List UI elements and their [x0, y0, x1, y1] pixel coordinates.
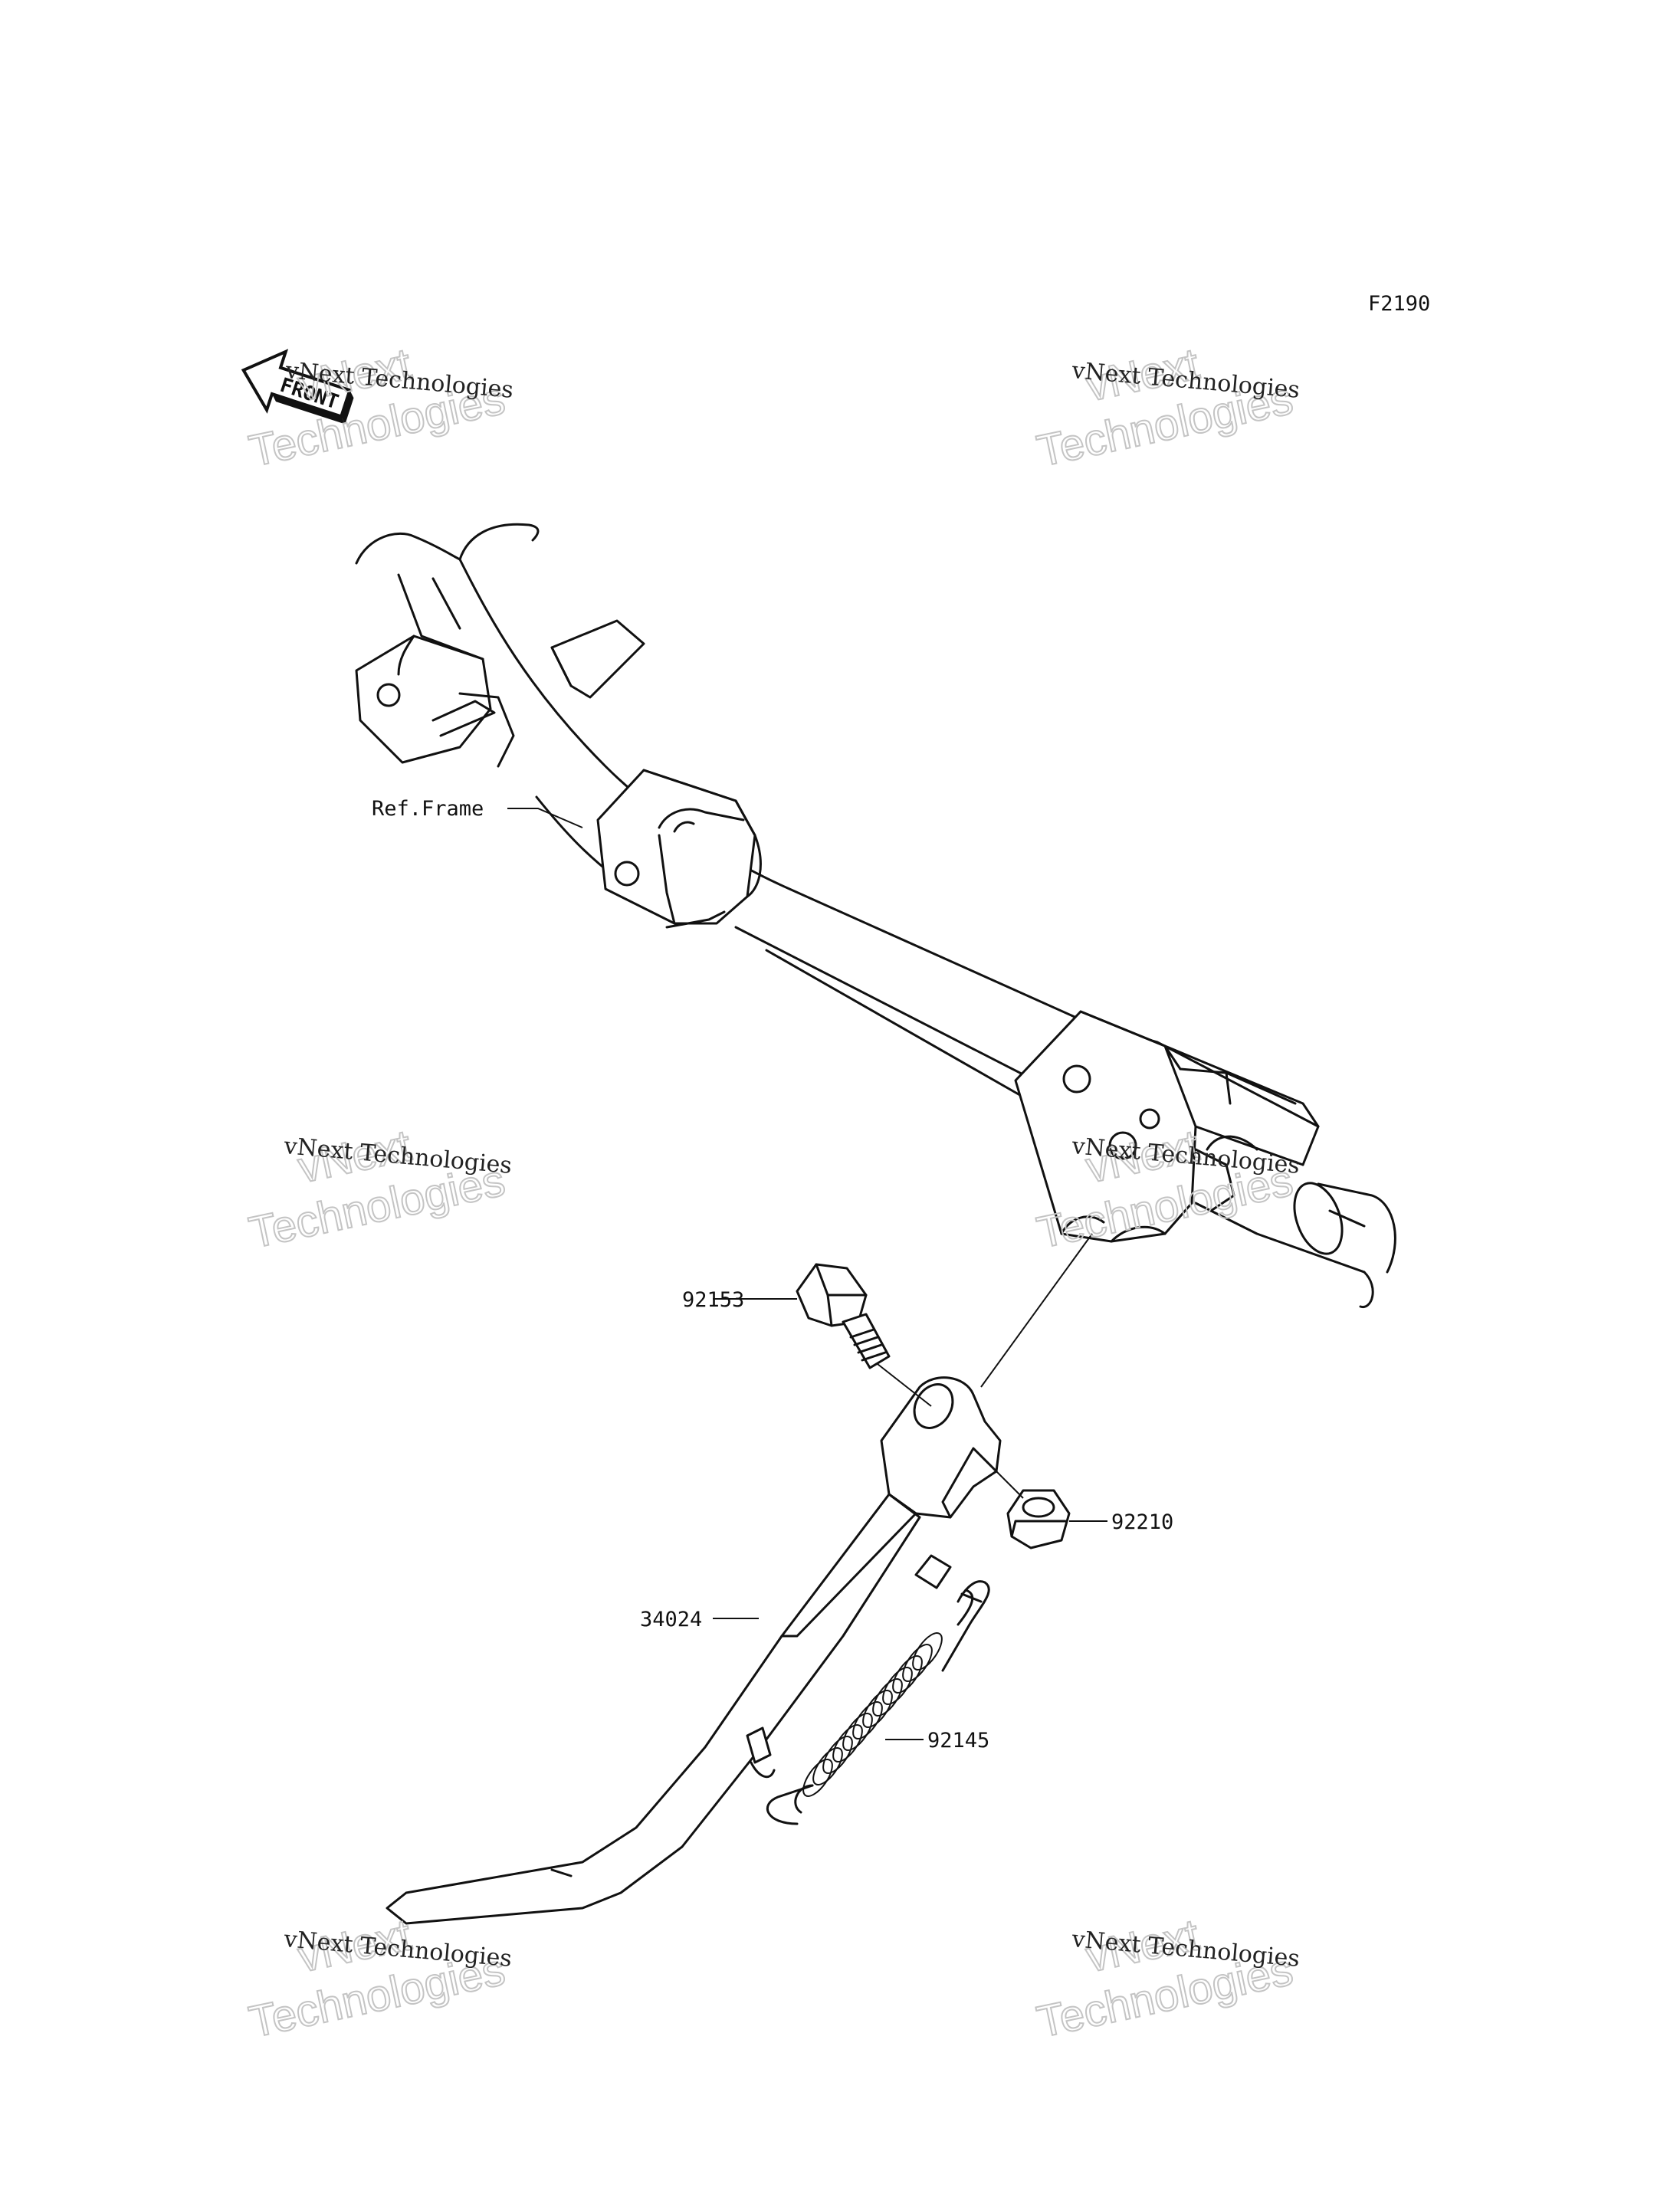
- watermark-bottom-right: vNext Technologies vNext Technologies: [1032, 1909, 1301, 2048]
- frame-drawing: Ref.Frame: [355, 523, 1396, 1308]
- spring-92145-drawing: 92145: [766, 1580, 990, 1825]
- nut-92210-drawing: 92210: [984, 1459, 1173, 1549]
- watermark-middle-left: vNext Technologies vNext Technologies: [244, 1120, 514, 1259]
- side-stand-drawing: 34024: [386, 1376, 1002, 1925]
- figure-code: F2190: [1368, 292, 1430, 316]
- label-34024: 34024: [640, 1608, 702, 1631]
- bolt-92153-drawing: 92153: [682, 1263, 932, 1407]
- watermark-top-right: vNext Technologies vNext Technologies: [1032, 338, 1301, 477]
- label-92153: 92153: [682, 1288, 744, 1312]
- label-92210: 92210: [1111, 1510, 1173, 1534]
- label-92145: 92145: [927, 1729, 989, 1753]
- pivot-leader-line: [980, 1233, 1093, 1388]
- label-ref-frame: Ref.Frame: [372, 797, 484, 821]
